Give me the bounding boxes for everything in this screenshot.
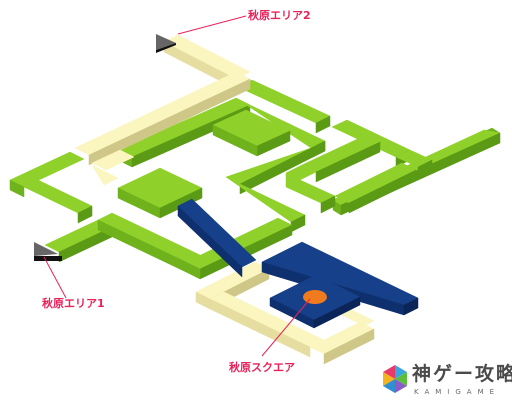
logo-title: 神ゲー攻略 bbox=[412, 363, 512, 385]
green-walkway-right-zigzag bbox=[285, 134, 417, 214]
label-leaders bbox=[43, 15, 311, 357]
green-block-left bbox=[117, 167, 203, 219]
yellow-walkway-top bbox=[74, 34, 251, 186]
goal-marker-square[interactable] bbox=[303, 290, 327, 304]
green-walkway-left bbox=[9, 151, 293, 280]
label-akihara-area-1: 秋原エリア1 bbox=[42, 297, 105, 310]
kamigame-logo-icon bbox=[383, 365, 407, 393]
label-akihara-square: 秋原スクエア bbox=[229, 361, 295, 374]
exit-marker-area1[interactable] bbox=[34, 242, 62, 261]
label-akihara-area-2: 秋原エリア2 bbox=[248, 9, 311, 22]
blue-walkway-diagonal bbox=[177, 198, 257, 278]
yellow-walkway-bottom bbox=[195, 261, 375, 365]
kamigame-logo: 神ゲー攻略 KAMIGAME bbox=[382, 362, 512, 402]
green-block-inner bbox=[212, 109, 291, 157]
logo-subtitle: KAMIGAME bbox=[414, 388, 501, 396]
green-walkway-center-loop bbox=[117, 97, 326, 233]
exit-marker-area2[interactable] bbox=[156, 34, 176, 53]
